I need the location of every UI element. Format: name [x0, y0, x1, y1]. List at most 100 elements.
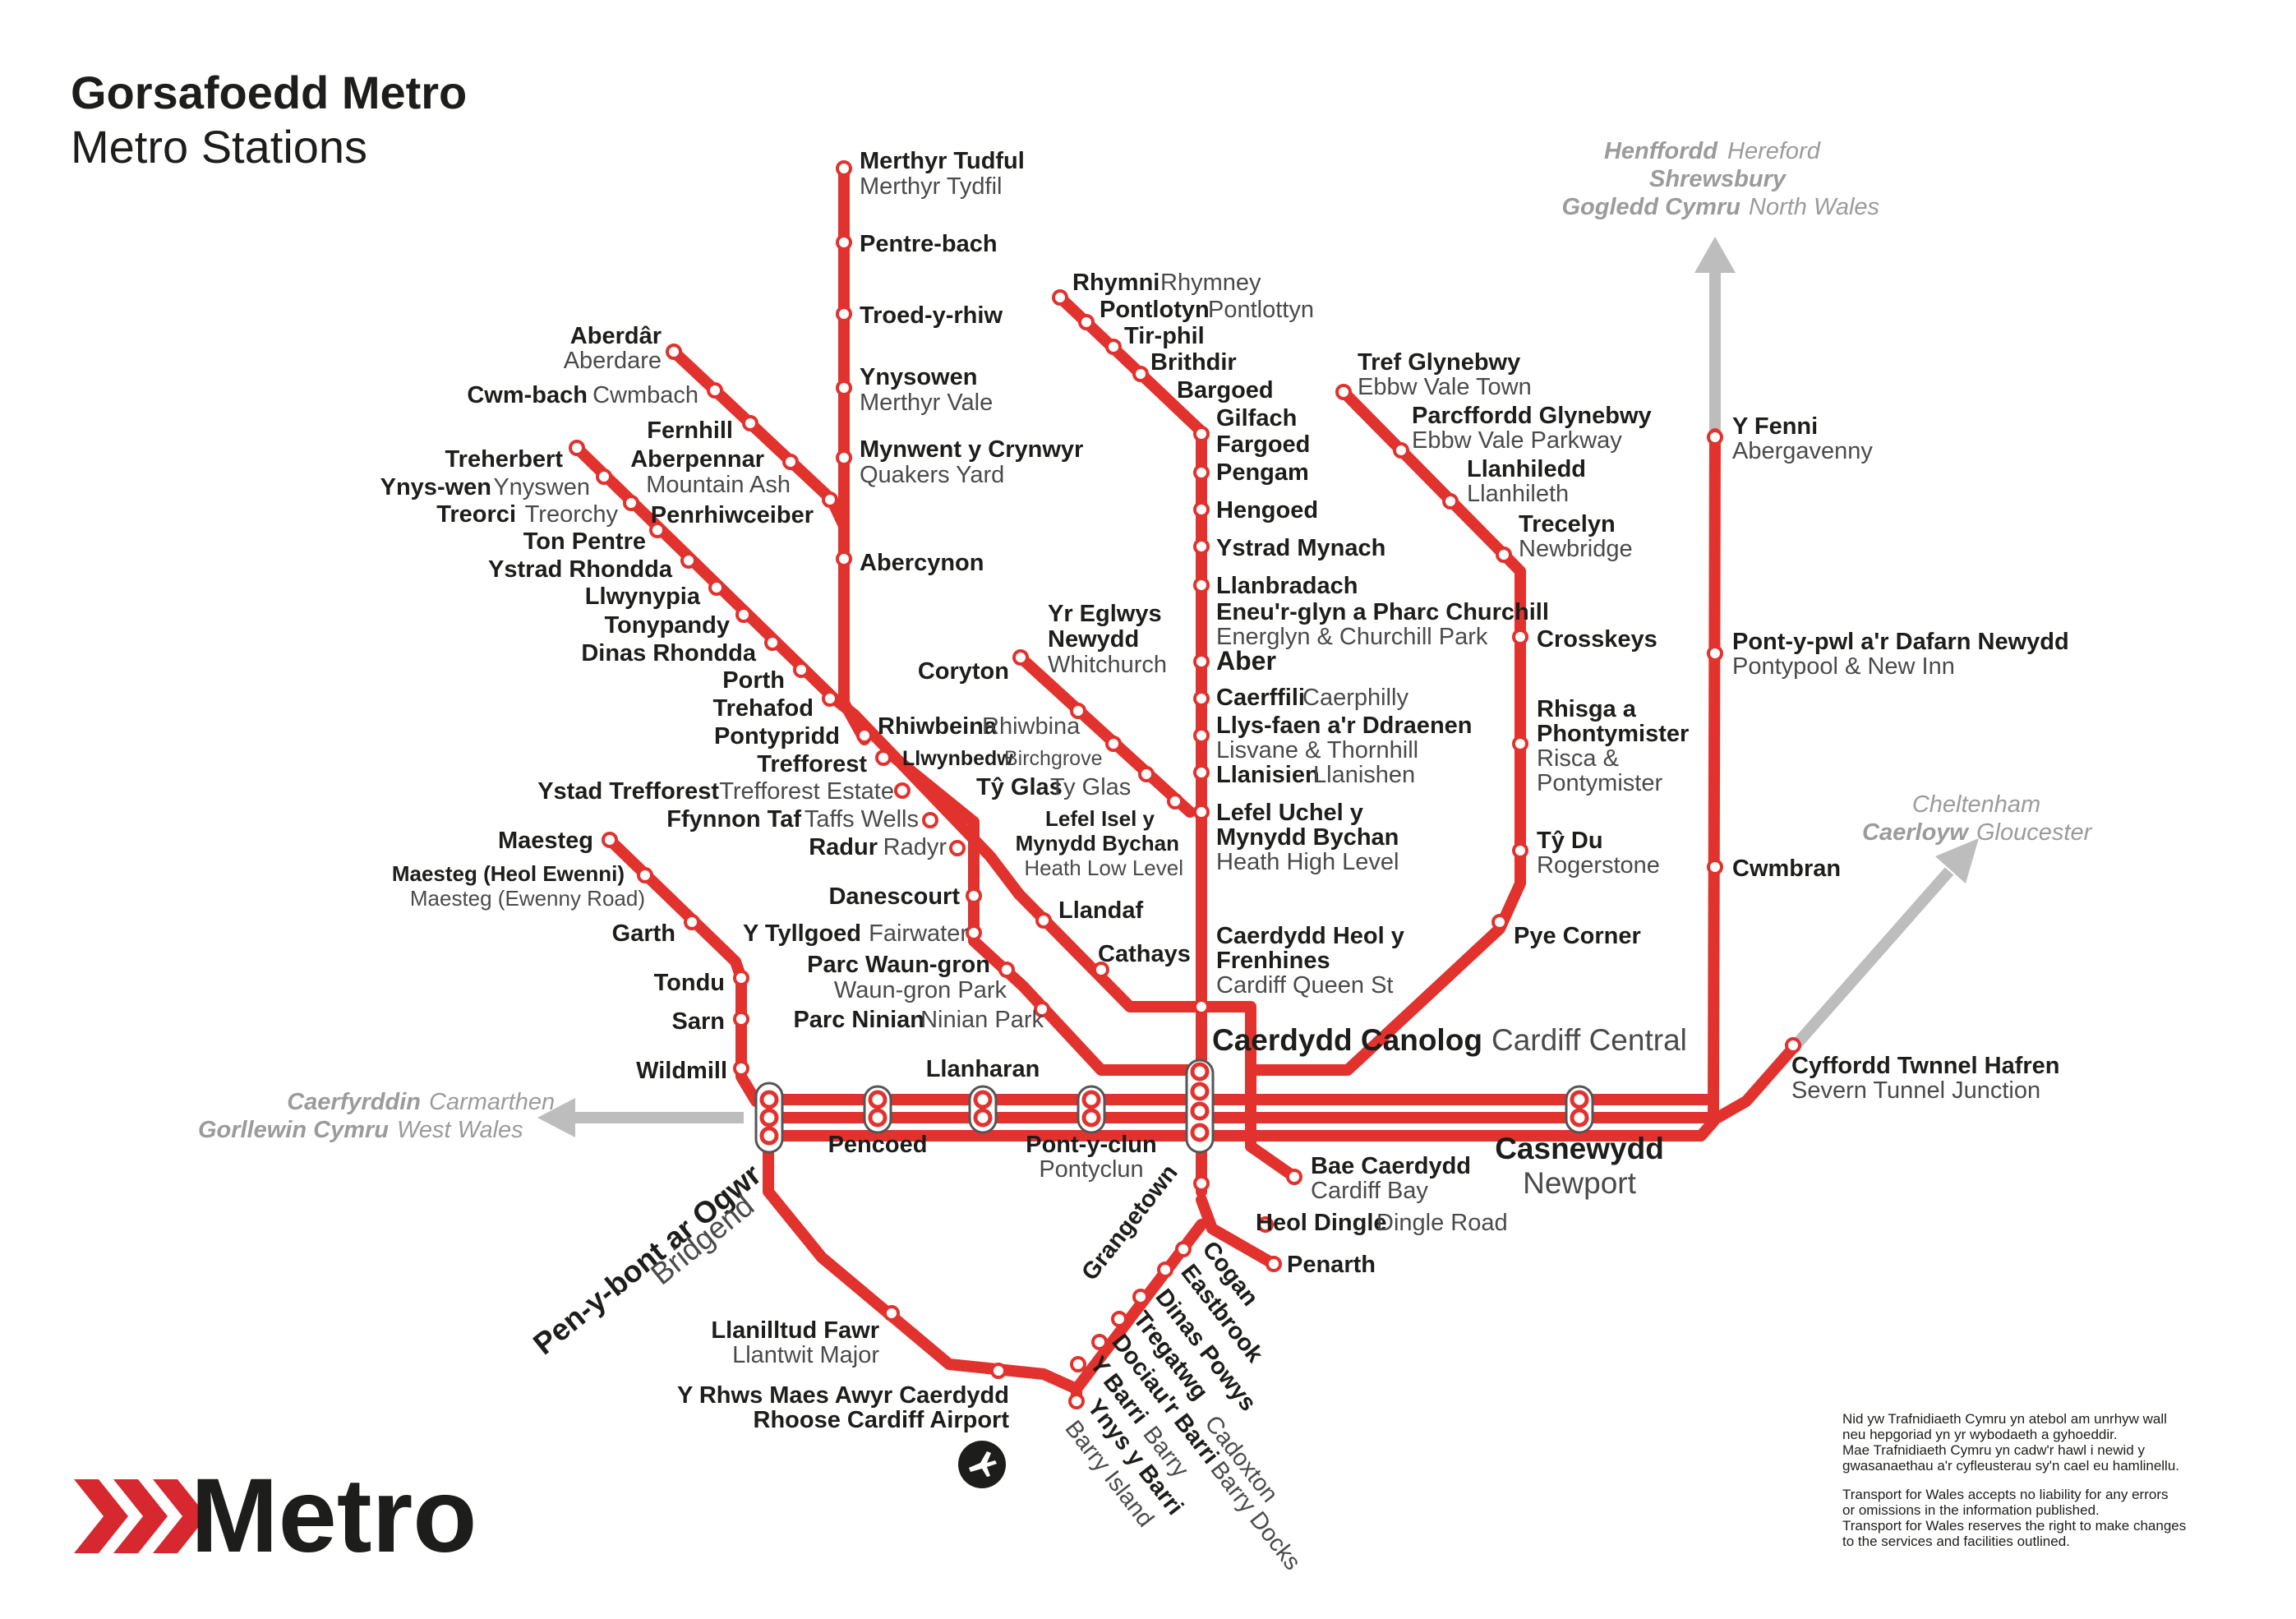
svg-text:Ebbw Vale Town: Ebbw Vale Town — [1358, 374, 1532, 400]
connection-shrewsbury: Shrewsbury — [1649, 166, 1787, 192]
svg-text:Mae Trafnidiaeth Cymru yn cadw: Mae Trafnidiaeth Cymru yn cadw'r hawl i … — [1842, 1442, 2145, 1458]
metro-chevron-icon — [74, 1479, 207, 1553]
station-penarth: Penarth — [1287, 1252, 1376, 1278]
svg-text:Rhymney: Rhymney — [1160, 270, 1261, 296]
svg-text:Risca &: Risca & — [1537, 745, 1619, 772]
station-llandaf: Llandaf — [1058, 897, 1143, 924]
station-ystradmynach: Ystrad Mynach — [1216, 535, 1385, 561]
connection-hereford: Henffordd — [1604, 138, 1718, 164]
svg-text:Fairwater: Fairwater — [869, 920, 968, 947]
svg-text:Merthyr Tydfil: Merthyr Tydfil — [860, 173, 1003, 200]
connection-westwales: Gorllewin Cymru — [198, 1117, 389, 1143]
svg-text:Ninian Park: Ninian Park — [920, 1007, 1044, 1033]
svg-text:Phontymister: Phontymister — [1537, 721, 1689, 747]
arrow-north-icon — [1694, 237, 1736, 273]
station-treherbert: Treherbert — [445, 446, 564, 473]
svg-text:Pontypool & New Inn: Pontypool & New Inn — [1732, 653, 1955, 680]
svg-text:or omissions in the informatio: or omissions in the information publishe… — [1842, 1502, 2100, 1518]
connection-carmarthen: Caerfyrddin — [287, 1089, 421, 1115]
station-waungron: Parc Waun-gron — [807, 952, 990, 978]
station-ynyswen: Ynys-wen — [380, 474, 491, 500]
labels-rhondda: Treherbert Ynys-wen Ynyswen Treorci Treo… — [380, 446, 1191, 1033]
station-severntunnel: Cyffordd Twnnel Hafren — [1791, 1053, 2060, 1079]
station-llwynypia: Llwynypia — [585, 583, 701, 610]
station-aberdare: Aberdâr — [570, 323, 662, 349]
station-abercynon: Abercynon — [860, 550, 984, 576]
station-tondu: Tondu — [654, 970, 725, 996]
station-llanishen: Llanisien — [1216, 762, 1320, 788]
svg-text:to the services and facilities: to the services and facilities outlined. — [1842, 1534, 2070, 1549]
connection-northwales: Gogledd Cymru — [1561, 194, 1740, 220]
station-fargoed: Fargoed — [1216, 431, 1310, 458]
station-pontypridd: Pontypridd — [714, 723, 840, 750]
svg-text:Heath Low Level: Heath Low Level — [1024, 856, 1183, 880]
station-heathhigh: Lefel Uchel y — [1216, 800, 1363, 826]
svg-text:Ebbw Vale Parkway: Ebbw Vale Parkway — [1412, 427, 1622, 454]
svg-text:Cardiff Queen St: Cardiff Queen St — [1216, 972, 1393, 999]
svg-text:Rhiwbina: Rhiwbina — [982, 713, 1081, 740]
svg-text:Carmarthen: Carmarthen — [429, 1089, 555, 1115]
station-fernhill: Fernhill — [647, 417, 733, 444]
station-mynwent: Mynwent y Crynwyr — [860, 436, 1083, 463]
station-llanhilleth: Llanhiledd — [1467, 456, 1586, 482]
connection-gloucester: Caerloyw — [1862, 819, 1970, 846]
connection-cheltenham: Cheltenham — [1912, 791, 2040, 818]
station-llanharan: Llanharan — [926, 1056, 1040, 1082]
station-fairwater: Y Tyllgoed — [743, 920, 861, 947]
station-sarn: Sarn — [672, 1008, 725, 1035]
station-ebbwvaletown: Tref Glynebwy — [1358, 349, 1520, 376]
station-coryton: Coryton — [918, 658, 1009, 685]
svg-text:Ty Glas: Ty Glas — [1050, 774, 1131, 800]
station-trefforest: Trefforest — [757, 751, 867, 777]
svg-text:Taffs Wells: Taffs Wells — [805, 806, 919, 833]
svg-text:Radyr: Radyr — [883, 834, 947, 860]
station-wildmill: Wildmill — [636, 1058, 727, 1084]
svg-text:Transport for Wales reserves t: Transport for Wales reserves the right t… — [1842, 1518, 2186, 1534]
svg-text:Maesteg (Ewenny Road): Maesteg (Ewenny Road) — [410, 886, 645, 911]
station-rhymney: Rhymni — [1072, 270, 1160, 296]
station-pontyclun: Pont-y-clun — [1026, 1132, 1157, 1158]
station-lisvane: Llys-faen a'r Ddraenen — [1216, 713, 1473, 739]
svg-text:Cardiff Central: Cardiff Central — [1491, 1023, 1687, 1057]
station-merthyr: Merthyr Tudful — [860, 148, 1025, 174]
station-pengam: Pengam — [1216, 459, 1309, 486]
station-heathlow: Lefel Isel y — [1045, 806, 1155, 831]
logo-text: Metro — [191, 1457, 477, 1575]
labels-marches: Y Fenni Abergavenny Pont-y-pwl a'r Dafar… — [1732, 413, 2069, 1104]
station-maestegewenny: Maesteg (Heol Ewenni) — [392, 861, 625, 886]
svg-text:Frenhines: Frenhines — [1216, 948, 1330, 974]
svg-text:Trefforest Estate: Trefforest Estate — [719, 778, 894, 805]
labels-coryton: Coryton Yr Eglwys Newydd Whitchurch Rhiw… — [878, 601, 1183, 880]
svg-text:Llanhileth: Llanhileth — [1467, 481, 1569, 507]
station-pyecorner: Pye Corner — [1514, 923, 1641, 949]
connection-labels: Henffordd Hereford Shrewsbury Gogledd Cy… — [198, 138, 2093, 1143]
svg-text:Ynyswen: Ynyswen — [493, 474, 590, 500]
station-pencoed: Pencoed — [828, 1132, 928, 1158]
svg-text:neu hepgoriad yn yr wybodaeth: neu hepgoriad yn yr wybodaeth a gyhoeddi… — [1842, 1427, 2118, 1442]
svg-text:Pontyclun: Pontyclun — [1039, 1156, 1143, 1183]
svg-text:Newport: Newport — [1523, 1166, 1636, 1200]
svg-text:Llantwit Major: Llantwit Major — [732, 1342, 879, 1368]
svg-text:Dingle Road: Dingle Road — [1376, 1210, 1508, 1236]
station-dinas: Dinas Rhondda — [581, 640, 757, 667]
station-ynysowen: Ynysowen — [860, 364, 977, 390]
station-queenst: Caerdydd Heol y — [1216, 923, 1404, 949]
svg-text:Pontymister: Pontymister — [1537, 770, 1662, 796]
svg-text:Cardiff Bay: Cardiff Bay — [1311, 1178, 1428, 1204]
station-llanbradach: Llanbradach — [1216, 573, 1358, 599]
station-aberpennar: Aberpennar — [630, 446, 764, 473]
station-cathays: Cathays — [1098, 941, 1191, 967]
labels-rhymney: Rhymni Rhymney Pontlotyn Pontlottyn Tir-… — [1072, 270, 1687, 1057]
station-pontlottyn: Pontlotyn — [1100, 297, 1210, 323]
station-cardiffcentral: Caerdydd Canolog — [1212, 1023, 1482, 1057]
labels-merthyr: Merthyr Tudful Merthyr Tydfil Pentre-bac… — [860, 148, 1083, 576]
svg-text:Mynydd Bychan: Mynydd Bychan — [1216, 824, 1399, 851]
station-tyglas: Tŷ Glas — [976, 774, 1063, 800]
station-pentrebach: Pentre-bach — [860, 231, 998, 257]
svg-text:Heath High Level: Heath High Level — [1216, 849, 1399, 875]
svg-text:Whitchurch: Whitchurch — [1048, 652, 1167, 678]
svg-text:Transport for Wales accepts no: Transport for Wales accepts no liability… — [1842, 1487, 2169, 1502]
station-pontypool: Pont-y-pwl a'r Dafarn Newydd — [1732, 629, 2069, 655]
title-english: Metro Stations — [71, 121, 367, 173]
